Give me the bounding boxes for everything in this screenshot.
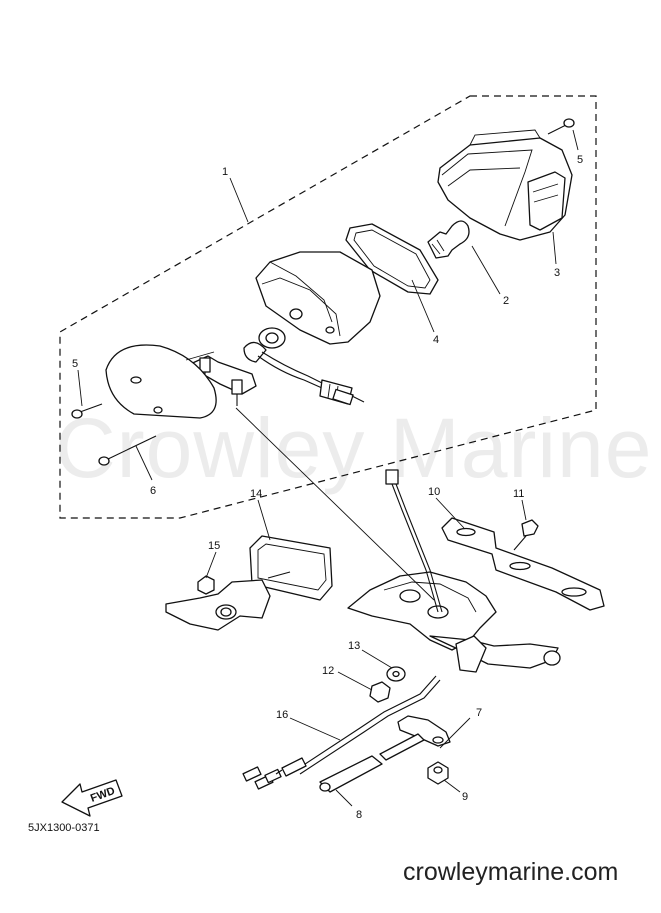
callout-5-top: 5 [577,154,583,166]
part-7-plate [379,715,451,761]
callout-2: 2 [503,295,509,307]
site-url[interactable]: crowleymarine.com [403,858,619,886]
part-3-lens-housing [437,129,573,241]
callout-1: 1 [222,166,228,178]
part-5-screw-left [71,403,103,419]
part-11-bolt [513,519,539,551]
part-13-washer [386,666,406,682]
socket-harness [243,327,365,406]
callout-6: 6 [150,485,156,497]
drawing-code: 5JX1300-0371 [28,822,100,834]
main-bracket [347,571,561,673]
callout-3: 3 [554,267,560,279]
callout-4: 4 [433,334,439,346]
part-10-bracket [441,517,605,611]
part-6-screw [98,435,157,466]
callout-13: 13 [348,640,360,652]
part-5-screw-top [547,118,575,135]
leader-line-harness [235,407,435,601]
assembly-outline [59,95,597,519]
callout-5-left: 5 [72,358,78,370]
callout-labels: 1 2 3 4 5 5 6 7 8 9 10 11 12 13 14 15 16 [72,154,583,821]
wire-harness [385,469,443,613]
mounting-bracket-small [185,355,257,406]
callout-16: 16 [276,709,288,721]
part-4-gasket [345,223,439,295]
part-2-bulb [427,220,470,259]
callout-10: 10 [428,486,440,498]
leader-lines [77,129,579,807]
base-housing [255,251,381,345]
callout-7: 7 [476,707,482,719]
reflector-bracket [165,571,291,631]
callout-12: 12 [322,665,334,677]
lens-cover [105,344,217,419]
watermark-text: Crowley Marine [55,401,653,495]
callout-11: 11 [513,488,524,500]
callout-14: 14 [250,488,262,500]
callout-9: 9 [462,791,468,803]
callout-15: 15 [208,540,220,552]
part-8-tube [319,755,383,793]
part-9-nut [427,761,449,785]
part-12-nut [369,681,391,703]
part-16-wire-lead [242,675,441,790]
callout-8: 8 [356,809,362,821]
fwd-arrow-icon: FWD [61,779,123,817]
